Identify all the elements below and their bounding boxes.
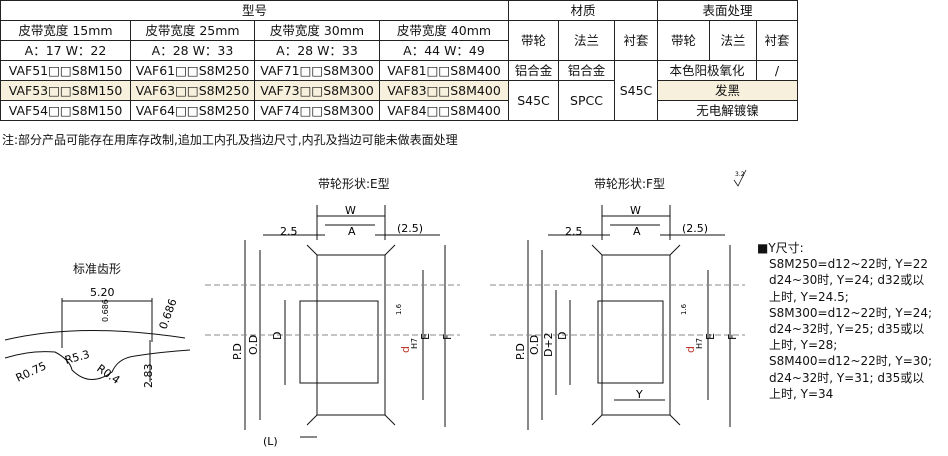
model-cell: VAF73□□S8M300	[254, 80, 380, 101]
dim-od-label: O.D	[528, 335, 541, 355]
mat-col-flange: 法兰	[558, 20, 615, 61]
model-cell: VAF84□□S8M400	[379, 100, 509, 121]
dim-left-label: 2.5	[280, 225, 298, 238]
roughness-small-label: 1.6	[395, 303, 403, 315]
header-model: 型号	[0, 0, 509, 21]
mat-pulley-al: 铝合金	[508, 60, 559, 81]
dim-bore-label: d	[684, 346, 697, 353]
roughness-value: 3.2	[735, 171, 745, 178]
dim-d2-label: D+2	[542, 332, 555, 357]
tooth-profile-title: 标准齿形	[73, 262, 122, 276]
dim-w-label: W	[630, 204, 641, 217]
dim-e-label: E	[704, 333, 717, 340]
model-cell: VAF53□□S8M150	[0, 80, 131, 101]
surf-col-flange: 法兰	[709, 20, 757, 61]
tooth-r3-label: R0.4	[94, 362, 122, 387]
type-f-title: 带轮形状:F型	[594, 177, 665, 191]
dim-a-label: A	[633, 225, 641, 238]
type-e-title: 带轮形状:E型	[318, 177, 390, 191]
model-cell: VAF64□□S8M250	[130, 100, 255, 121]
aw-15: A：17 W：22	[0, 40, 131, 61]
tooth-height-label: 2.83	[142, 364, 155, 389]
type-f-drawing: W A 2.5 (2.5) P.D O.D D+2 D d H7 E F 1.6…	[490, 204, 745, 430]
dim-y-label: Y	[635, 388, 643, 401]
y-info-line: 上时, Y=24.5;	[769, 289, 849, 304]
belt-width-30: 皮带宽度 30mm	[254, 20, 380, 41]
mat-bushing: S45C	[614, 60, 658, 121]
mat-col-bushing: 衬套	[614, 20, 658, 61]
tooth-thickness-label: 0.686	[157, 297, 180, 331]
belt-width-40: 皮带宽度 40mm	[379, 20, 509, 41]
belt-width-25: 皮带宽度 25mm	[130, 20, 255, 41]
dim-pd-label: P.D	[514, 343, 527, 360]
model-cell: VAF63□□S8M250	[130, 80, 255, 101]
dim-f-label: F	[726, 334, 739, 340]
y-info-title: ■Y尺寸:	[757, 241, 804, 255]
dim-right-label: (2.5)	[682, 222, 708, 235]
aw-40: A：44 W：49	[379, 40, 509, 61]
y-info-line: 上时, Y=34	[769, 386, 834, 401]
y-info-line: S8M400=d12~22时, Y=30;	[769, 354, 933, 369]
surf-nickel: 无电解镀镍	[657, 100, 798, 121]
model-cell: VAF83□□S8M400	[379, 80, 509, 101]
dim-bore-label: d	[399, 346, 412, 353]
dim-f-label: F	[441, 334, 454, 340]
model-cell: VAF71□□S8M300	[254, 60, 380, 81]
mat-flange-al: 铝合金	[558, 60, 615, 81]
dim-d-label: D	[271, 332, 284, 340]
y-info-line: d24~32时, Y=25; d35或以	[769, 322, 925, 337]
dim-h7-label: H7	[410, 338, 419, 349]
mat-pulley-steel: S45C	[508, 80, 559, 121]
tooth-r1-label: R0.75	[14, 359, 49, 384]
model-cell: VAF74□□S8M300	[254, 100, 380, 121]
header-surface: 表面处理	[657, 0, 798, 21]
model-cell: VAF61□□S8M250	[130, 60, 255, 81]
mat-flange-spcc: SPCC	[558, 80, 615, 121]
surf-bushing-none: /	[756, 60, 798, 81]
belt-width-15: 皮带宽度 15mm	[0, 20, 131, 41]
dim-pd-label: P.D	[231, 343, 244, 360]
dim-a-label: A	[348, 225, 356, 238]
surf-col-bushing: 衬套	[756, 20, 798, 61]
y-info-line: d24~30时, Y=24; d32或以	[769, 273, 925, 288]
tooth-depth-label: 0.686	[101, 299, 110, 322]
y-info-line: 上时, Y=28;	[769, 338, 838, 353]
aw-25: A：28 W：33	[130, 40, 255, 61]
y-info-line: S8M250=d12~22时, Y=22	[769, 257, 929, 272]
y-info-line: d24~32时, Y=31; d35或以	[769, 370, 925, 385]
type-e-drawing: W A 2.5 (2.5) P.D O.D D d H7 E F 1.6 (L)	[205, 204, 460, 448]
footnote: 注:部分产品可能存在用库存改制,追加工内孔及挡边尺寸,内孔及挡边可能未做表面处理	[2, 133, 458, 147]
dim-right-label: (2.5)	[397, 222, 423, 235]
tooth-r2-label: R5.3	[63, 348, 91, 367]
y-dimension-info: ■Y尺寸: S8M250=d12~22时, Y=22 d24~30时, Y=24…	[757, 240, 947, 402]
model-cell: VAF81□□S8M400	[379, 60, 509, 81]
tooth-profile-drawing: 5.20 0.686 0.686 R0.75 R5.3 R0.4 2.83	[4, 286, 191, 389]
mat-col-pulley: 带轮	[508, 20, 559, 61]
surf-black: 发黑	[657, 80, 798, 101]
model-cell: VAF54□□S8M150	[0, 100, 131, 121]
surf-col-pulley: 带轮	[657, 20, 710, 61]
roughness-symbol: 3.2	[733, 169, 747, 187]
roughness-small-label: 1.6	[680, 303, 688, 315]
y-info-line: S8M300=d12~22时, Y=24;	[769, 305, 933, 320]
dim-h7-label: H7	[695, 338, 704, 349]
dim-left-label: 2.5	[565, 225, 583, 238]
header-material: 材质	[508, 0, 658, 21]
aw-30: A：28 W：33	[254, 40, 380, 61]
spec-table: 型号 材质 表面处理 皮带宽度 15mm 皮带宽度 25mm 皮带宽度 30mm…	[0, 0, 798, 121]
dim-d-label: D	[556, 332, 569, 340]
tooth-pitch-label: 5.20	[90, 286, 115, 299]
surf-anodize: 本色阳极氧化	[657, 60, 757, 81]
dim-w-label: W	[345, 204, 356, 217]
dim-e-label: E	[419, 333, 432, 340]
model-cell: VAF51□□S8M150	[0, 60, 131, 81]
dim-l-label: (L)	[263, 435, 278, 448]
dim-od-label: O.D	[247, 335, 260, 355]
